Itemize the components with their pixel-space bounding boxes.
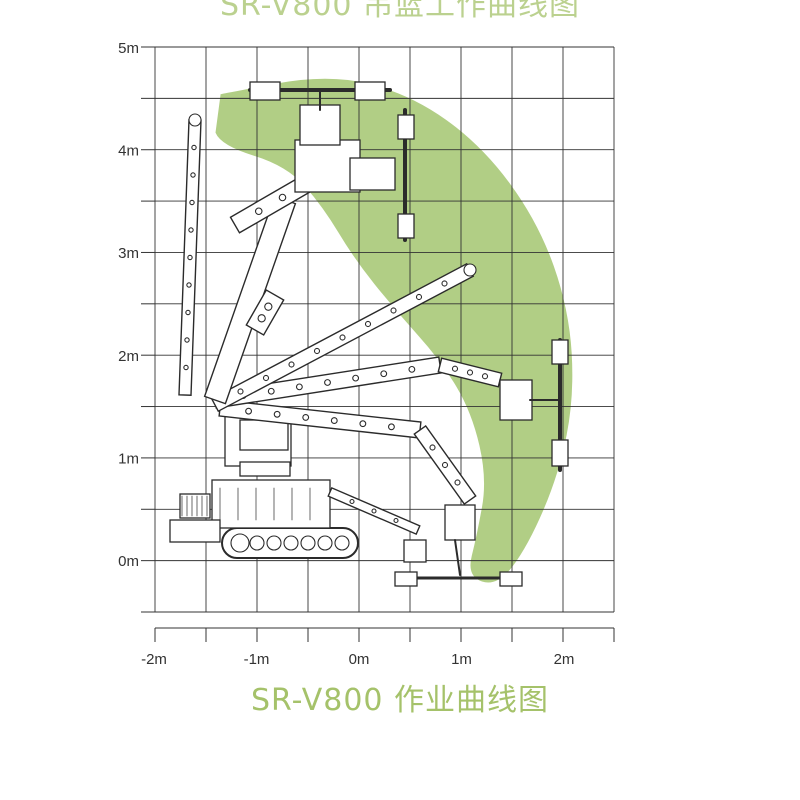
- y-tick-label: 0m: [118, 553, 139, 570]
- vertical-boom-hole: [187, 254, 193, 261]
- track-roller: [283, 535, 299, 551]
- diagonal-boom-hole: [415, 293, 423, 301]
- y-tick-label: 2m: [118, 348, 139, 365]
- high-boom-upper-hole: [278, 193, 287, 202]
- engine-box: [179, 493, 211, 519]
- track-roller: [266, 535, 282, 551]
- track-roller: [249, 535, 265, 551]
- vertical-boom-hole: [188, 227, 194, 233]
- vertical-boom-hole: [190, 172, 196, 178]
- low-boom-hole: [359, 420, 367, 428]
- high-boom-knuckle-hole: [264, 302, 273, 311]
- diagonal-boom-hole: [364, 320, 372, 328]
- mid-basket-top: [551, 339, 569, 365]
- low-hanger-rod: [454, 539, 461, 576]
- work-envelope-layer: [215, 78, 573, 583]
- high-boom-knuckle-hole: [257, 314, 266, 323]
- low-boom-hole: [387, 423, 395, 431]
- x-tick-label: 1m: [451, 651, 472, 668]
- high-rotator-side: [349, 157, 396, 191]
- diagonal-boom-hole: [313, 347, 321, 355]
- machine-body: [211, 479, 331, 529]
- diagonal-boom-hole: [339, 334, 346, 341]
- mid-boom-hole: [295, 383, 303, 391]
- track-sprocket: [230, 533, 250, 553]
- mid-platform-hanger: [499, 379, 533, 421]
- outrigger-foot: [403, 539, 427, 563]
- x-tick-label: -1m: [244, 651, 270, 668]
- vertical-boom-tip: [188, 113, 202, 127]
- high-rotator: [299, 104, 341, 146]
- turret-base: [239, 461, 291, 477]
- track-roller: [317, 535, 333, 551]
- front-outrigger-hole: [371, 508, 377, 514]
- machine-drawing: [169, 81, 569, 587]
- high-side-basket-top: [397, 114, 415, 140]
- diagonal-boom-hole: [441, 280, 448, 287]
- work-envelope-area: [215, 78, 573, 583]
- mid-boom-hole: [324, 379, 331, 386]
- low-jib-hole: [429, 444, 436, 451]
- vertical-boom-hole: [186, 282, 192, 288]
- low-boom-hole: [302, 413, 310, 421]
- high-basket-right: [354, 81, 386, 101]
- high-side-basket-bottom: [397, 213, 415, 239]
- chart-caption: SR-V800 作业曲线图: [250, 683, 550, 718]
- low-boom-hole: [273, 410, 281, 418]
- diagonal-boom-tip: [463, 263, 477, 277]
- low-jib-hole: [454, 479, 461, 486]
- y-tick-label: 3m: [118, 245, 139, 262]
- top-caption: SR-V800 吊篮工作曲线图: [219, 0, 581, 23]
- vertical-boom-hole: [185, 309, 191, 316]
- x-tick-label: 0m: [349, 651, 370, 668]
- low-basket-right: [499, 571, 523, 587]
- track-roller: [334, 535, 350, 551]
- counterweight: [169, 519, 221, 543]
- vertical-boom-hole: [184, 337, 190, 343]
- diagonal-boom-hole: [288, 361, 295, 368]
- low-boom-hole: [330, 417, 338, 425]
- mid-boom-hole: [267, 387, 275, 395]
- diagonal-boom-hole: [390, 307, 397, 314]
- high-boom-knuckle: [245, 289, 285, 336]
- x-tick-label: 2m: [554, 651, 575, 668]
- mid-jib-hole: [481, 373, 489, 380]
- mid-boom-hole: [408, 365, 416, 373]
- front-outrigger-hole: [349, 498, 355, 505]
- mid-jib-hole: [451, 365, 459, 372]
- high-basket-left: [249, 81, 281, 101]
- low-basket-left: [394, 571, 418, 587]
- x-tick-label: -2m: [141, 651, 167, 668]
- track-roller: [300, 535, 316, 551]
- vertical-boom-hole: [191, 144, 197, 151]
- diagonal-boom-hole: [262, 374, 270, 382]
- mid-basket-bottom: [551, 439, 569, 467]
- low-platform-hanger: [444, 504, 476, 541]
- low-jib-hole: [441, 461, 449, 469]
- diagonal-boom-hole: [237, 388, 244, 395]
- vertical-boom-hole: [183, 364, 189, 371]
- mid-boom-hole: [380, 370, 388, 378]
- operator-box: [239, 419, 289, 451]
- axis-labels: 5m 4m 3m 2m 1m 0m -2m -1m 0m 1m 2m: [118, 40, 574, 668]
- low-boom-hole: [245, 407, 253, 415]
- y-tick-label: 1m: [118, 450, 139, 467]
- y-tick-label: 4m: [118, 143, 139, 160]
- high-boom-upper-hole: [254, 207, 263, 216]
- mid-boom-hole: [352, 374, 360, 382]
- y-tick-label: 5m: [118, 40, 139, 57]
- vertical-boom-hole: [189, 199, 195, 206]
- mid-jib-hole: [466, 369, 474, 376]
- front-outrigger-hole: [393, 517, 399, 524]
